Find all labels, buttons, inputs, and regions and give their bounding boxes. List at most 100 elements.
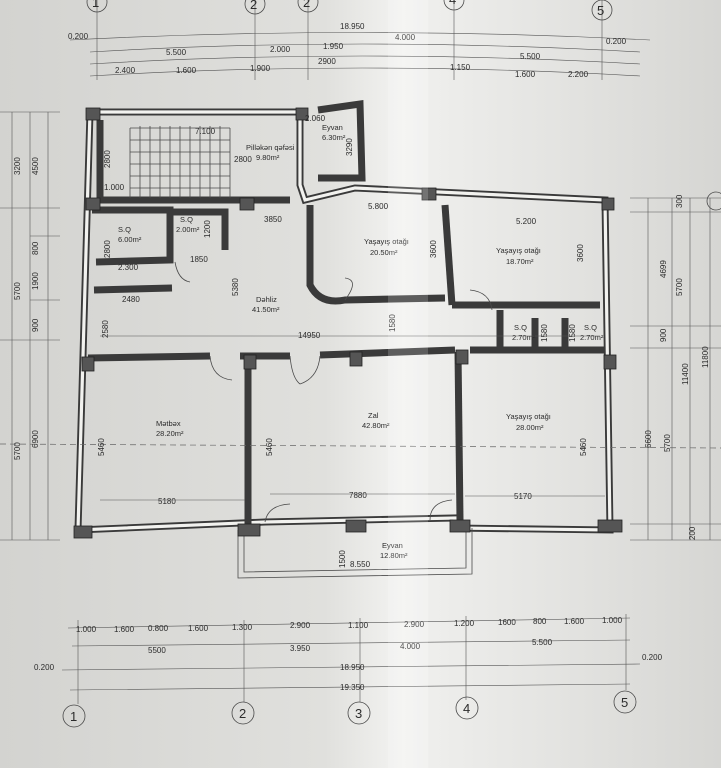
room-sq1-name: S.Q (118, 225, 131, 234)
top-dim-b0: 5.500 (166, 48, 187, 57)
left-dim-7: 5700 (13, 442, 22, 460)
dim-sq3-h: 1580 (540, 324, 549, 342)
right-dim-5: 11800 (701, 346, 710, 368)
dim-corridor-len: 14950 (298, 331, 321, 340)
dim-hall-h: 5460 (265, 438, 274, 456)
dim-eyvan-h: 1500 (338, 550, 347, 568)
bottom-dim-a1: 1.600 (114, 625, 135, 634)
door-swings (174, 261, 493, 523)
left-dim-6: 6900 (31, 430, 40, 448)
bottom-axis-2: 2 (239, 706, 246, 721)
room-stair-name: Pilləkən qəfəsi (246, 143, 295, 152)
room-living2-area: 18.70m² (506, 257, 534, 266)
top-dim-c5: 1.600 (515, 70, 536, 79)
bottom-axis-5: 5 (621, 695, 628, 710)
top-axis-4: 4 (449, 0, 456, 7)
bottom-dim-a0: 1.000 (76, 625, 97, 634)
top-axis-1: 1 (92, 0, 99, 10)
room-sq4-name: S.Q (584, 323, 597, 332)
room-eyvan-top-name: Eyvan (322, 123, 343, 132)
top-dim-c0: 2.400 (115, 66, 136, 75)
dim-kitchen-h: 5460 (97, 438, 106, 456)
room-eyvan-name: Eyvan (382, 541, 403, 550)
top-dim-c1: 1.600 (176, 66, 197, 75)
room-hall-area: 42.80m² (362, 421, 390, 430)
dim-eyvan-side: 3290 (345, 138, 354, 156)
bottom-dim-a11: 1.600 (564, 617, 585, 626)
paper-fold-highlight (388, 0, 428, 768)
room-eyvan-area: 12.80m² (380, 551, 408, 560)
dim-hall-w: 7880 (349, 491, 367, 500)
dim-room1-h: 3600 (429, 240, 438, 258)
top-dim-b1: 2.000 (270, 45, 291, 54)
bottom-dimension-block: 1 2 3 4 5 1.000 1.600 0.800 1.600 1.300 … (34, 614, 663, 728)
room-sq2-name: S.Q (180, 215, 193, 224)
bottom-dim-b1: 3.950 (290, 644, 311, 653)
bottom-dim-b2: 4.000 (400, 642, 421, 651)
dim-stair-w: 7.100 (195, 127, 216, 136)
room-hall-name: Zal (368, 411, 379, 420)
dim-corridor-h: 5380 (231, 278, 240, 296)
left-dimension-block: 3200 4500 800 1900 900 5700 6900 5700 (0, 111, 60, 541)
dim-room3-w: 5170 (514, 492, 532, 501)
dim-step-1580a: 1580 (388, 314, 397, 332)
room-sq2-area: 2.00m² (176, 225, 200, 234)
top-dim-b2: 1.950 (323, 42, 344, 51)
bottom-axis-3: 3 (355, 706, 362, 721)
dim-stair-mid: 2800 (234, 155, 252, 164)
top-dim-c4: 1.150 (450, 63, 471, 72)
bottom-dim-a7: 2.900 (404, 620, 425, 629)
room-living2-name: Yaşayış otağı (496, 246, 541, 255)
top-dim-b4: 5.500 (520, 52, 541, 61)
left-dim-5: 5700 (13, 282, 22, 300)
bottom-axis-1: 1 (70, 709, 77, 724)
inner-dimensions: 7.100 2800 2800 1.000 2.060 3290 2.300 2… (97, 114, 605, 569)
dim-sq1-w: 2.300 (118, 263, 139, 272)
dim-kitchen-w: 5180 (158, 497, 176, 506)
dim-stair-h: 2800 (103, 150, 112, 168)
room-sq4-area: 2.70m² (580, 333, 604, 342)
bottom-dim-b0: 5500 (148, 646, 166, 655)
bottom-dim-a4: 1.300 (232, 623, 253, 632)
dim-room2-w: 5.200 (516, 217, 537, 226)
right-dim-4: 11400 (681, 363, 690, 385)
top-dim-c6: 2.200 (568, 70, 589, 79)
staircase (129, 126, 231, 198)
right-dim-3: 900 (659, 328, 668, 342)
left-dim-0: 3200 (13, 157, 22, 175)
dim-stair-bottom: 1.000 (104, 183, 125, 192)
dim-sq2-w: 1850 (190, 255, 208, 264)
top-axis-5: 5 (597, 3, 604, 18)
dim-corridor-mid: 3850 (264, 215, 282, 224)
top-dim-a1: 18.950 (340, 22, 365, 31)
bottom-dim-b3: 5.500 (532, 638, 553, 647)
room-eyvan-top-area: 6.30m² (322, 133, 346, 142)
room-corridor-area: 41.50m² (252, 305, 280, 314)
room-living3-name: Yaşayış otağı (506, 412, 551, 421)
left-dim-3: 1900 (31, 272, 40, 290)
left-dim-2: 800 (31, 241, 40, 255)
dim-sq-below: 2480 (122, 295, 140, 304)
right-dim-7: 5700 (663, 434, 672, 452)
bottom-dim-a5: 2.900 (290, 621, 311, 630)
dim-sq4-h: 1580 (568, 324, 577, 342)
bottom-dim-a2: 0.800 (148, 624, 169, 633)
bottom-dim-a6: 1.100 (348, 621, 369, 630)
dim-eyvan-w: 8.550 (350, 560, 371, 569)
dim-sq1-h: 2800 (103, 240, 112, 258)
dim-room3-h: 5460 (579, 438, 588, 456)
bottom-dim-c2: 0.200 (642, 653, 663, 662)
right-dim-8: 200 (688, 526, 697, 540)
columns (73, 107, 623, 539)
top-axis-2a: 2 (250, 0, 257, 12)
top-dim-a0: 0.200 (68, 32, 89, 41)
room-living1-name: Yaşayış otağı (364, 237, 409, 246)
top-dim-b3: 4.000 (395, 33, 416, 42)
right-dimension-block: 300 4699 5700 900 11400 11800 6600 5700 … (630, 191, 721, 541)
room-living1-area: 20.50m² (370, 248, 398, 257)
top-axis-2b: 2 (303, 0, 310, 10)
right-dim-2: 5700 (675, 278, 684, 296)
bottom-axis-4: 4 (463, 701, 470, 716)
room-corridor-name: Dəhliz (256, 295, 277, 304)
top-dim-c3: 2900 (318, 57, 336, 66)
